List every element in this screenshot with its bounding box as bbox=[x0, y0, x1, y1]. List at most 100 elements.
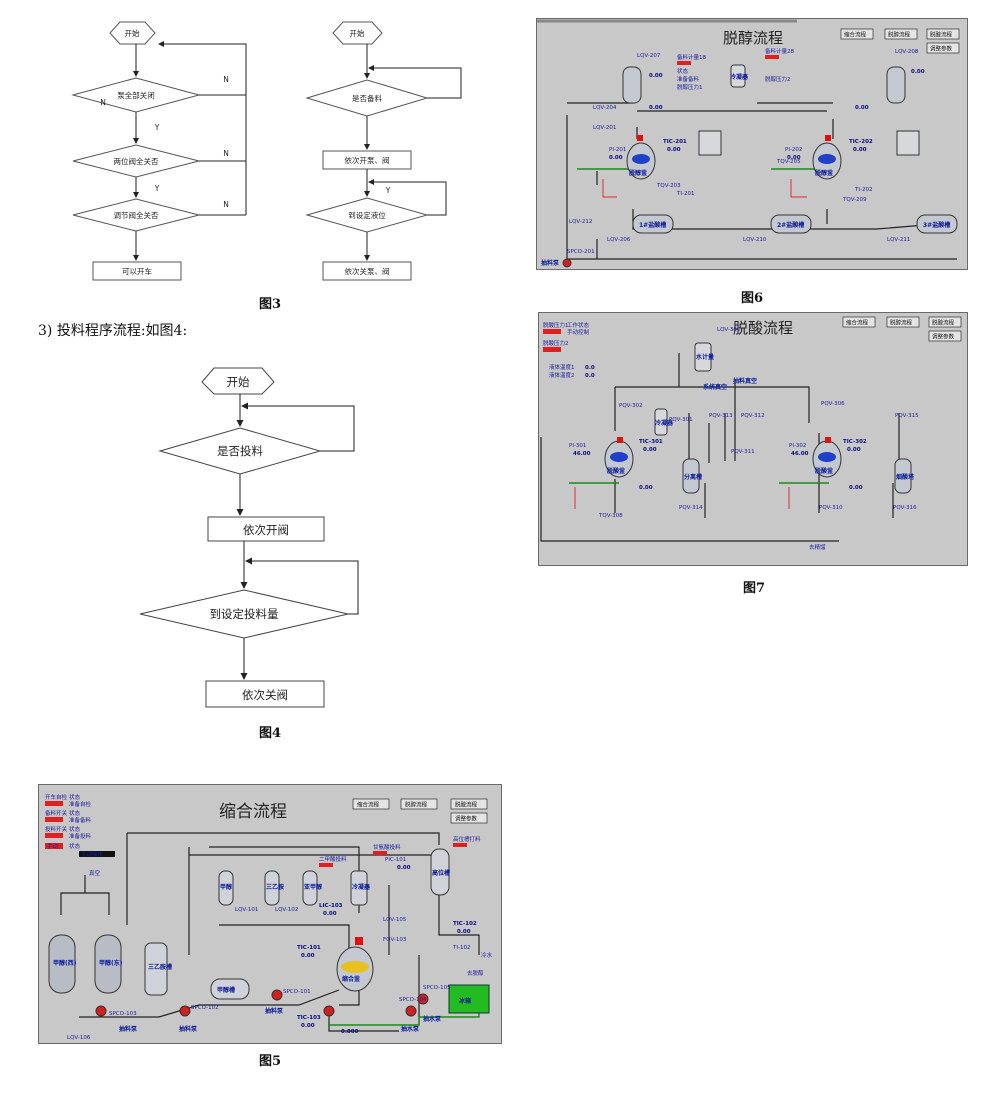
paragraph-feeding-procedure: 3) 投料程序流程:如图4: bbox=[38, 323, 188, 339]
fig5-tag-14: SPCO-105 bbox=[423, 985, 451, 991]
fig5-schematic: 缩合流程 缩合流程 脱醇流程 脱酸流程 调整参数 开车自检 状态 准备自检 备料… bbox=[45, 793, 493, 1041]
fig7-label-4: 手动控制 bbox=[567, 328, 590, 336]
fig6-btn-params[interactable] bbox=[926, 42, 960, 54]
fig7-btn-condense-label: 缩合流程 bbox=[846, 319, 869, 327]
fig6-value-1: 0.00 bbox=[649, 73, 663, 79]
fig6-btn-params-label: 调整参数 bbox=[930, 45, 953, 53]
fig5-tank-triethylamine: 三乙胺槽 bbox=[148, 963, 172, 971]
fig5-ice-box: 冰箱 bbox=[459, 997, 471, 1005]
fig5-note-5: 冷水 bbox=[481, 951, 493, 959]
fig7-label-3: 工作状态 bbox=[567, 321, 590, 329]
fig5-meter-submethanol: 亚甲醇 bbox=[304, 883, 322, 891]
fig5-tag-15: FQV-103 bbox=[383, 937, 407, 943]
fig6-btn-dealcohol[interactable] bbox=[884, 28, 918, 40]
fig6-value-2: 0.00 bbox=[911, 69, 925, 75]
fc3r-start-node bbox=[332, 21, 383, 45]
fig5-status-label-3: 投料开关 bbox=[45, 825, 68, 833]
fig5-value-3: 0.00 bbox=[301, 1023, 315, 1029]
fc3r-b1-text: 依次开泵、阀 bbox=[345, 155, 390, 165]
fig5-tag-16: TI-102 bbox=[452, 945, 470, 951]
fig7-acid-tower: 烟酸塔 bbox=[896, 473, 915, 481]
fig7-tag-13: PQV-314 bbox=[679, 505, 703, 511]
fig7-btn-deacid-label: 脱酸流程 bbox=[932, 319, 955, 327]
figure-5-panel: 缩合流程 缩合流程 脱醇流程 脱酸流程 调整参数 开车自检 状态 准备自检 备料… bbox=[38, 784, 502, 1044]
fig5-btn-condense[interactable] bbox=[352, 798, 390, 810]
figure-4-flowchart: 开始 是否投料 依次开阀 到设定投料量 依次关阀 bbox=[139, 367, 359, 708]
fig7-btn-dealcohol[interactable] bbox=[886, 316, 920, 328]
fig5-vacuum-label: 真空 bbox=[89, 869, 101, 877]
fc3l-q2-text: 两位阀全关否 bbox=[114, 156, 159, 166]
fig6-btn-deacid[interactable] bbox=[926, 28, 960, 40]
fc4-box-2 bbox=[205, 680, 325, 708]
fig7-value-3: 0.00 bbox=[643, 447, 657, 453]
fig5-vessels: 甲醇(西) 甲醇(东) 三乙胺槽 甲醇槽 甲醇 三乙胺 亚甲醇 冷凝器 高位槽 … bbox=[48, 848, 490, 1014]
fig7-tag-1: LQV-300 bbox=[717, 327, 741, 333]
fig6-tag-12: TI-202 bbox=[854, 187, 872, 193]
fig7-tag-5: PI-301 bbox=[569, 443, 586, 449]
fig6-label-2: 备料计量28 bbox=[765, 47, 794, 55]
fig5-pump-label-4: 抽水泵 bbox=[401, 1025, 420, 1033]
fig6-value-5: 0.00 bbox=[667, 147, 681, 153]
fig5-status-label-4: 手动 bbox=[47, 842, 59, 850]
fig5-btn-deacid-label: 脱酸流程 bbox=[455, 801, 478, 809]
fig7-tag-8: PI-302 bbox=[789, 443, 806, 449]
fig5-tag-10: TIC-102 bbox=[453, 921, 477, 927]
fig7-tags: LQV-300 PQV-302 PQV-301 PQV-313 PI-301 T… bbox=[569, 327, 919, 519]
fig6-kettle-2: 脱醇釜 bbox=[815, 169, 834, 177]
figure-6-caption: 图6 bbox=[740, 291, 764, 306]
figure-7-panel: 脱酸流程 缩合流程 脱醇流程 脱酸流程 调整参数 脱酸压力1 工作状态 手动控制… bbox=[538, 312, 968, 566]
fig5-tag-9: TIC-103 bbox=[297, 1015, 321, 1021]
fig5-tank-methanol-storage: 甲醇槽 bbox=[217, 986, 235, 994]
fc4-box-1 bbox=[207, 516, 325, 542]
fig7-btn-params[interactable] bbox=[928, 330, 962, 342]
fig7-status-block: 脱酸压力1 工作状态 手动控制 脱酸压力2 液体温度1 0.0 液体温度2 0.… bbox=[543, 321, 595, 379]
fig5-btn-deacid[interactable] bbox=[450, 798, 488, 810]
fig6-title: 脱醇流程 bbox=[723, 29, 783, 47]
figure-7-caption: 图7 bbox=[742, 581, 766, 596]
fig6-btn-condense[interactable] bbox=[840, 28, 874, 40]
fig6-btn-condense-label: 缩合流程 bbox=[844, 31, 867, 39]
fig7-btn-deacid[interactable] bbox=[928, 316, 962, 328]
fig6-label-4: 准备备料 bbox=[677, 75, 700, 83]
fig6-tag-16: LQV-211 bbox=[887, 237, 910, 243]
fig5-btn-params[interactable] bbox=[450, 812, 488, 824]
fig5-tag-8: TIC-101 bbox=[297, 945, 321, 951]
fig5-status-label-1: 开车自检 bbox=[45, 793, 68, 801]
fig6-tag-15: LQV-210 bbox=[743, 237, 767, 243]
fig7-title: 脱酸流程 bbox=[733, 319, 793, 337]
fig6-tag-8: PI-202 bbox=[785, 147, 802, 153]
fig7-btn-condense[interactable] bbox=[842, 316, 876, 328]
fig5-btn-dealcohol[interactable] bbox=[400, 798, 438, 810]
fig7-label-6: 液体温度2 bbox=[549, 371, 575, 379]
fig6-tag-7: TIC-202 bbox=[849, 139, 873, 145]
fc4-b2-text: 依次关阀 bbox=[242, 688, 288, 702]
fig5-value-6: 0.000 bbox=[341, 1029, 359, 1035]
fig5-tag-3: SPCO-102 bbox=[191, 1005, 219, 1011]
fig7-tag-15: PQV-316 bbox=[893, 505, 917, 511]
fig5-status-value-3: 准备投料 bbox=[69, 832, 92, 840]
fig6-label-5: 脱醇压力1 bbox=[677, 83, 703, 91]
figure-3-flowcharts: 开始 泵全部关闭 两位阀全关否 调节阀全关否 可以开车 N N N N Y Y … bbox=[71, 21, 462, 281]
fig5-pumps: 抽料泵 抽料泵 抽料泵 抽水泵 抽水泵 bbox=[95, 989, 442, 1033]
fc3l-n-label-3: N bbox=[223, 200, 229, 209]
fig7-tag-16: TQV-308 bbox=[598, 513, 623, 519]
fig5-note-3: 高位槽打料 bbox=[453, 835, 481, 843]
fig6-hcl-tank-2: 2#盐酸槽 bbox=[777, 221, 804, 229]
fig5-value-4: 0.00 bbox=[457, 929, 471, 935]
fig6-nav-buttons: 缩合流程 脱醇流程 脱酸流程 调整参数 bbox=[840, 28, 960, 54]
fc3r-end-text: 依次关泵、阀 bbox=[345, 266, 390, 276]
fc3r-start-text: 开始 bbox=[350, 28, 365, 38]
fig7-label-1: 脱酸压力1 bbox=[543, 321, 569, 329]
fig5-tag-7: LIC-103 bbox=[319, 903, 343, 909]
fig5-tag-5: LQV-101 bbox=[235, 907, 258, 913]
fig7-schematic: 脱酸流程 缩合流程 脱醇流程 脱酸流程 调整参数 脱酸压力1 工作状态 手动控制… bbox=[540, 316, 962, 551]
fig5-tag-2: SPCO-103 bbox=[109, 1011, 137, 1017]
fig7-kettle-2: 脱酸釜 bbox=[815, 467, 834, 475]
fc4-q1-text: 是否投料 bbox=[217, 444, 263, 458]
fig7-value-5: 0.00 bbox=[639, 485, 653, 491]
fig5-condenser: 冷凝器 bbox=[352, 883, 371, 891]
fig5-nav-buttons: 缩合流程 脱醇流程 脱酸流程 调整参数 bbox=[352, 798, 488, 824]
fig6-hcl-tank-1: 1#盐酸槽 bbox=[639, 221, 666, 229]
fig7-value-8: 0.0 bbox=[585, 373, 595, 379]
fig5-head-tank: 高位槽 bbox=[432, 869, 450, 877]
